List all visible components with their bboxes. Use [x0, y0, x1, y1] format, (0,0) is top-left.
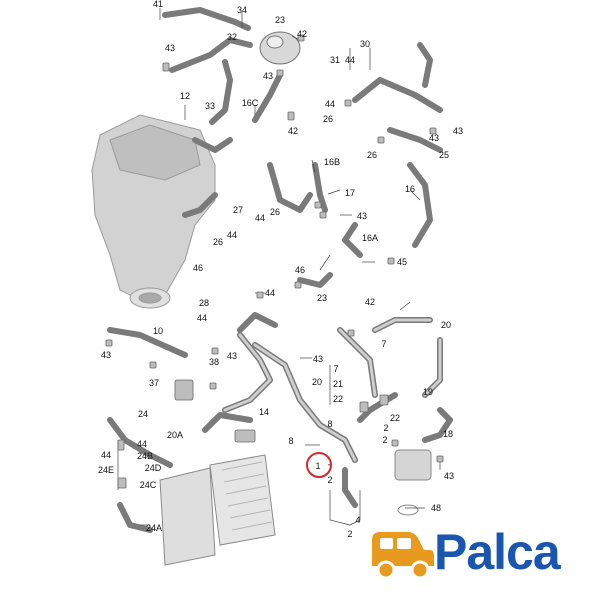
callout-20A: 20A — [166, 430, 184, 440]
callout-26: 26 — [269, 207, 281, 217]
callout-44: 44 — [100, 450, 112, 460]
callout-24D: 24D — [144, 463, 162, 473]
callout-41: 41 — [152, 0, 164, 9]
callout-24E: 24E — [97, 465, 115, 475]
callout-7: 7 — [333, 364, 339, 374]
callout-44: 44 — [196, 313, 208, 323]
callout-2: 2 — [347, 529, 353, 539]
callout-33: 33 — [204, 101, 216, 111]
callout-37: 37 — [148, 378, 160, 388]
callout-43: 43 — [100, 350, 112, 360]
callout-27: 27 — [232, 205, 244, 215]
callout-43: 43 — [428, 133, 440, 143]
callout-42: 42 — [364, 297, 376, 307]
callout-2: 2 — [382, 435, 388, 445]
callout-43: 43 — [356, 211, 368, 221]
callout-18: 18 — [442, 429, 454, 439]
callout-23: 23 — [316, 293, 328, 303]
callout-12: 12 — [179, 91, 191, 101]
palca-logo — [372, 532, 434, 580]
callout-20: 20 — [311, 377, 323, 387]
radiator — [159, 454, 276, 566]
engine-block — [91, 114, 216, 309]
callout-16C: 16C — [241, 98, 259, 108]
callout-44: 44 — [226, 230, 238, 240]
callout-38: 38 — [208, 357, 220, 367]
callout-24B: 24B — [136, 451, 154, 461]
callout-23: 23 — [274, 15, 286, 25]
callout-48: 48 — [430, 503, 442, 513]
callout-19: 19 — [422, 387, 434, 397]
callout-43: 43 — [452, 126, 464, 136]
hose-lines-inner — [223, 318, 442, 462]
callout-21: 21 — [332, 379, 344, 389]
callout-14: 14 — [258, 407, 270, 417]
callout-42: 42 — [296, 29, 308, 39]
callout-44: 44 — [254, 213, 266, 223]
clips — [105, 34, 444, 516]
callout-24C: 24C — [139, 480, 157, 490]
callout-43: 43 — [262, 71, 274, 81]
callout-45: 45 — [396, 257, 408, 267]
highlight-ring — [306, 452, 332, 478]
callout-25: 25 — [438, 150, 450, 160]
callout-24: 24 — [137, 409, 149, 419]
callout-43: 43 — [443, 471, 455, 481]
callout-30: 30 — [359, 39, 371, 49]
callout-44: 44 — [264, 288, 276, 298]
callout-43: 43 — [164, 43, 176, 53]
callout-17: 17 — [344, 188, 356, 198]
callout-31: 31 — [329, 55, 341, 65]
callout-20: 20 — [440, 320, 452, 330]
callout-28: 28 — [198, 298, 210, 308]
callout-44: 44 — [136, 439, 148, 449]
callout-44: 44 — [344, 55, 356, 65]
callout-42: 42 — [287, 126, 299, 136]
callout-8: 8 — [288, 436, 294, 446]
callout-34: 34 — [236, 5, 248, 15]
callout-2: 2 — [383, 423, 389, 433]
callout-46: 46 — [294, 265, 306, 275]
callout-10: 10 — [152, 326, 164, 336]
callout-44: 44 — [324, 99, 336, 109]
palca-wordmark: Palca — [434, 524, 561, 580]
callout-32: 32 — [226, 32, 238, 42]
callout-24A: 24A — [145, 523, 163, 533]
oil-cooler — [394, 449, 432, 481]
callout-4: 4 — [355, 515, 361, 525]
expansion-tank — [259, 31, 301, 65]
callout-22: 22 — [389, 413, 401, 423]
callout-43: 43 — [226, 351, 238, 361]
callout-26: 26 — [212, 237, 224, 247]
callout-26: 26 — [322, 114, 334, 124]
callout-43: 43 — [312, 354, 324, 364]
callout-2: 2 — [327, 475, 333, 485]
callout-46: 46 — [192, 263, 204, 273]
callout-7: 7 — [381, 339, 387, 349]
callout-22: 22 — [332, 394, 344, 404]
callout-16: 16 — [404, 184, 416, 194]
callout-16A: 16A — [361, 233, 379, 243]
callout-26: 26 — [366, 150, 378, 160]
callout-8: 8 — [327, 419, 333, 429]
car-logo-icon — [372, 532, 434, 580]
callout-16B: 16B — [323, 157, 341, 167]
